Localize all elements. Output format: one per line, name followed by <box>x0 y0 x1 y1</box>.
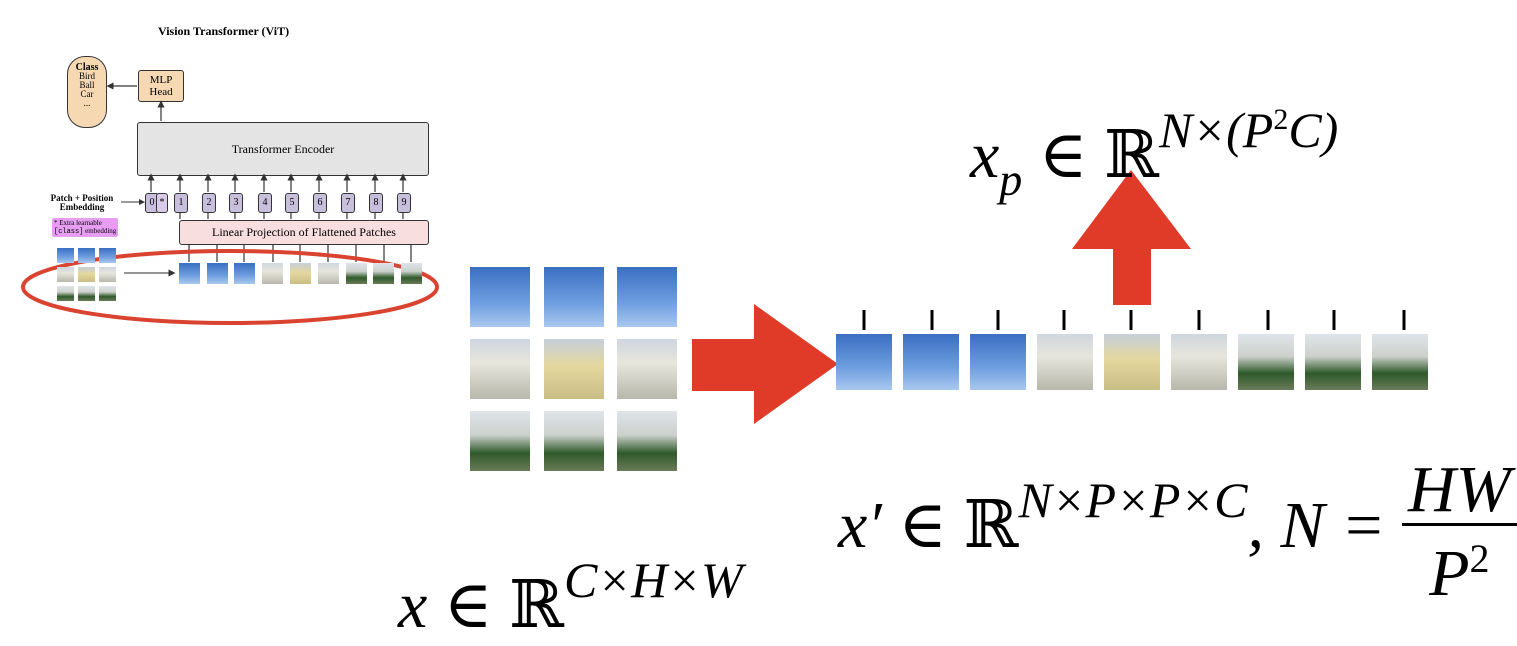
position-token-1: 1 <box>174 193 188 213</box>
image-grid-patch <box>617 411 677 471</box>
position-token-7: 7 <box>341 193 355 213</box>
flattened-patch <box>1171 334 1227 390</box>
flattened-patch <box>903 334 959 390</box>
eq-xprime-base: x′ <box>838 489 882 562</box>
eq-frac-num: HW <box>1402 456 1517 526</box>
vit-grid-patch <box>99 267 116 282</box>
eq-xprime-sup: N×P×P×C <box>1018 472 1248 528</box>
mlp-head-box: MLP Head <box>138 70 184 102</box>
image-grid-patch <box>470 411 530 471</box>
eq-xp-base: x <box>970 119 1000 192</box>
vit-flat-patch <box>373 263 394 284</box>
vit-flat-patch <box>318 263 339 284</box>
eq-frac-den-sup: 2 <box>1469 535 1490 581</box>
position-token-4: 4 <box>258 193 272 213</box>
image-grid-patch <box>544 339 604 399</box>
highlight-ellipse <box>21 249 439 325</box>
equation-xp: xp ∈ ℝN×(P2C) <box>970 80 1338 220</box>
vit-grid-patch <box>57 286 74 301</box>
class-output-box: Class Bird Ball Car ... <box>67 56 107 128</box>
flattened-patch <box>970 334 1026 390</box>
vit-flat-patch <box>290 263 311 284</box>
class-token: * <box>156 193 168 213</box>
extra-note-line2-wrap: [class] embedding <box>54 227 116 236</box>
eq-xp-sub: p <box>999 154 1023 205</box>
eq-x-base: x <box>398 569 428 642</box>
eq-xp-sup-sq: 2 <box>1273 103 1289 136</box>
flattened-patch <box>1372 334 1428 390</box>
flattened-patch <box>1037 334 1093 390</box>
eq-xp-sup-pre: N×(P <box>1159 102 1274 158</box>
position-token-9: 9 <box>397 193 411 213</box>
extra-note-line2: embedding <box>83 227 117 235</box>
vit-grid-patch <box>99 286 116 301</box>
mlp-head-line2: Head <box>149 86 173 98</box>
flattened-patch <box>1104 334 1160 390</box>
eq-xprime-comma: , N = <box>1247 489 1403 562</box>
right-arrow-icon <box>692 304 838 424</box>
image-grid-patch <box>617 267 677 327</box>
class-item: Car <box>80 89 94 99</box>
vit-flat-patch <box>179 263 200 284</box>
patch-position-embedding-label: Patch + Position Embedding <box>46 194 118 212</box>
class-code-text: [class] <box>54 228 84 236</box>
class-item: ... <box>83 98 91 108</box>
embedding-label-line1: Patch + Position <box>50 193 114 203</box>
flattened-patch <box>836 334 892 390</box>
vit-grid-patch <box>99 248 116 263</box>
vit-grid-patch <box>57 267 74 282</box>
position-token-8: 8 <box>369 193 383 213</box>
mlp-head-line1: MLP <box>149 74 173 86</box>
flattened-patch <box>1305 334 1361 390</box>
class-item: Bird <box>78 71 95 81</box>
eq-xprime-rel: ∈ ℝ <box>881 489 1019 562</box>
eq-x-rel: ∈ ℝ <box>427 569 565 642</box>
vit-flat-patch <box>262 263 283 284</box>
eq-xp-sup: N×(P2C) <box>1159 102 1338 158</box>
embedding-label-line2: Embedding <box>59 202 105 212</box>
eq-frac-den: P2 <box>1402 526 1517 607</box>
vit-grid-patch <box>78 248 95 263</box>
up-arrow-icon <box>1072 170 1191 305</box>
vit-flat-patch <box>234 263 255 284</box>
image-grid-patch <box>470 339 530 399</box>
image-grid-patch <box>617 339 677 399</box>
image-grid-patch <box>470 267 530 327</box>
flattened-patch <box>1238 334 1294 390</box>
vit-flat-patch <box>401 263 422 284</box>
eq-xp-rel: ∈ ℝ <box>1022 119 1160 192</box>
eq-x-sup: C×H×W <box>564 552 743 608</box>
class-item: Ball <box>79 80 95 90</box>
image-grid-patch <box>544 411 604 471</box>
position-token-2: 2 <box>202 193 216 213</box>
vit-figure-title: Vision Transformer (ViT) <box>158 24 290 38</box>
linear-projection-box: Linear Projection of Flattened Patches <box>179 220 429 245</box>
eq-frac-den-base: P <box>1429 536 1470 610</box>
red-arrows <box>692 170 1406 424</box>
extra-note-line1: * Extra learnable <box>54 219 102 227</box>
vit-grid-patch <box>78 286 95 301</box>
image-grid-patch <box>544 267 604 327</box>
vit-grid-patch <box>57 248 74 263</box>
class-box-title: Class <box>75 62 99 73</box>
vit-flat-patch <box>207 263 228 284</box>
equation-x: x ∈ ℝC×H×W <box>398 540 743 646</box>
eq-xp-sup-post: C) <box>1288 102 1339 158</box>
vit-grid-patch <box>78 267 95 282</box>
extra-learnable-note: * Extra learnable [class] embedding <box>52 218 119 237</box>
position-token-5: 5 <box>285 193 299 213</box>
position-token-3: 3 <box>229 193 243 213</box>
transformer-encoder-box: Transformer Encoder <box>137 122 429 176</box>
position-token-6: 6 <box>313 193 327 213</box>
vit-flat-patch <box>346 263 367 284</box>
vit-connector-lines <box>21 82 439 325</box>
